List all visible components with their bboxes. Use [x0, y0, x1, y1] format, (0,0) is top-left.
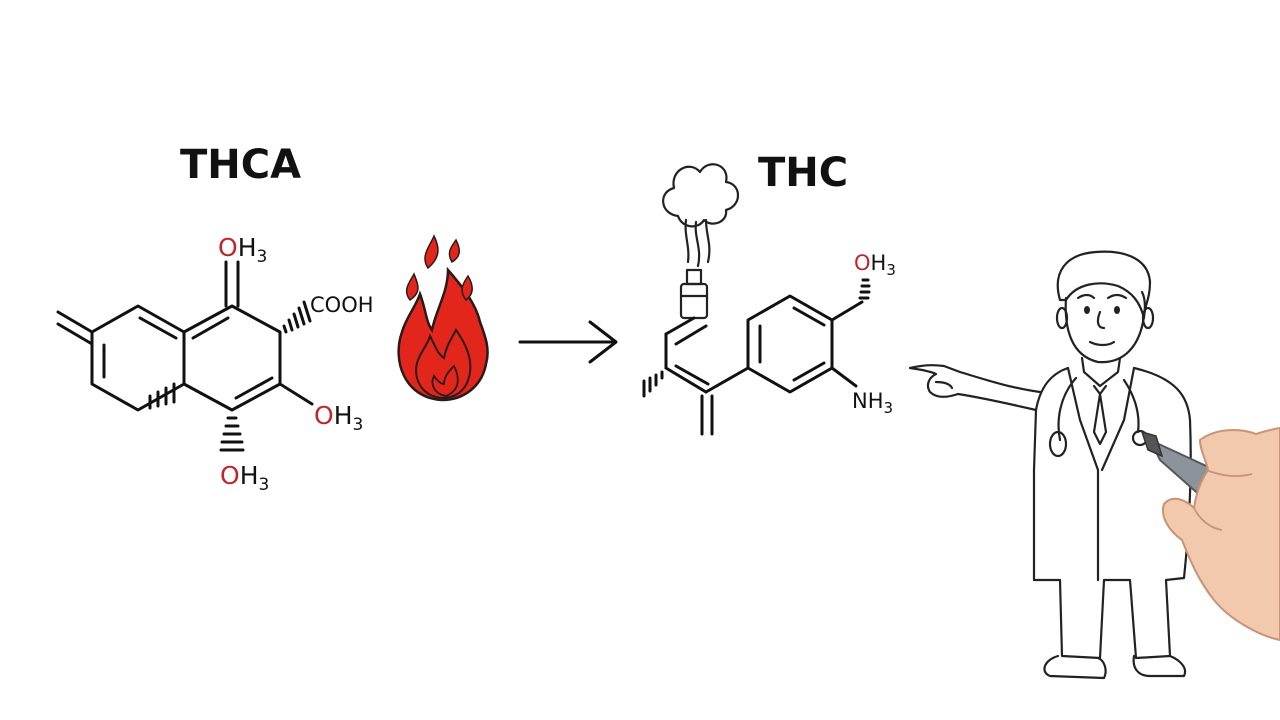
thca-oxygen-label-top: OH3 [218, 233, 267, 267]
thca-oxygen-label-bottom: OH3 [220, 461, 269, 495]
vape-pen-icon [679, 268, 709, 320]
thca-title: THCA [180, 142, 301, 188]
hand-marker-icon [1140, 426, 1280, 642]
thca-carboxyl-label: COOH [310, 293, 374, 317]
thc-amine-label: NH3 [852, 389, 893, 417]
thca-structure [56, 260, 314, 452]
thc-title: THC [758, 150, 848, 196]
flame-icon [397, 234, 489, 402]
doctor-illustration [908, 250, 1192, 680]
thca-oxygen-label-right: OH3 [314, 401, 363, 435]
arrow-right-icon [518, 320, 618, 364]
thc-structure [642, 278, 871, 436]
smoke-cloud-icon [662, 163, 740, 268]
thc-oxygen-label: OH3 [854, 251, 896, 279]
